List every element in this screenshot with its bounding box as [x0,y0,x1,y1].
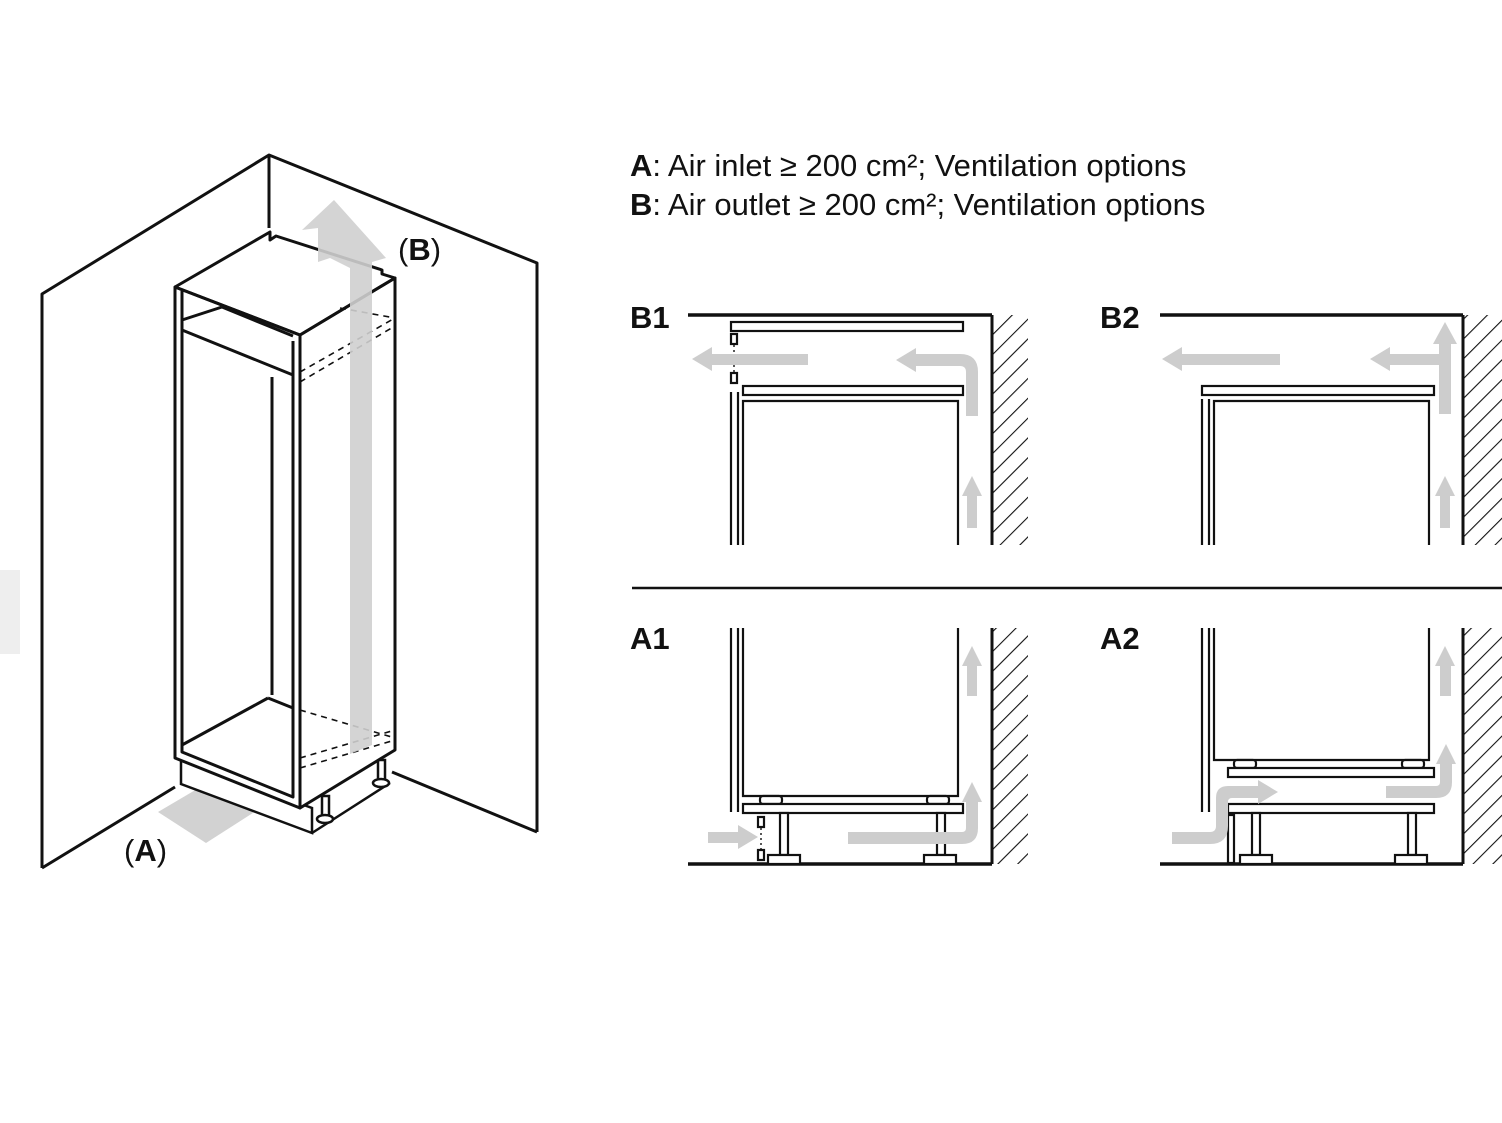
callout-a-letter: A [134,833,157,868]
cabinet-plinth [179,758,391,835]
callout-a-close: ) [156,833,168,868]
legend-line-a: A: Air inlet ≥ 200 cm²; Ventilation opti… [630,146,1205,185]
legend-line-b: B: Air outlet ≥ 200 cm²; Ventilation opt… [630,185,1205,224]
ventilation-legend: A: Air inlet ≥ 200 cm²; Ventilation opti… [630,146,1205,224]
callout-b-letter: B [408,232,431,267]
legend-letter-a: A [630,148,653,183]
callout-a-open: ( [124,833,135,868]
panel-label-b1: B1 [630,300,670,335]
callout-b: (B) [398,232,441,268]
legend-letter-b: B [630,187,653,222]
panel-b1-drawing [688,313,1028,545]
panel-label-b2: B2 [1100,300,1140,335]
alcove-walls [40,153,539,870]
cabinet-hidden-edges [299,307,396,769]
legend-text-a: : Air inlet ≥ 200 cm²; Ventilation optio… [652,148,1187,183]
panel-b2-drawing [1160,313,1502,545]
callout-b-close: ) [430,232,442,267]
panel-a1-drawing [688,628,1028,866]
page-edge-marker [0,570,20,654]
panel-a2-drawing [1160,628,1502,866]
legend-text-b: : Air outlet ≥ 200 cm²; Ventilation opti… [652,187,1206,222]
callout-b-open: ( [398,232,409,267]
panel-label-a1: A1 [630,621,670,656]
outlet-airflow-arrow [302,200,386,754]
panel-label-a2: A2 [1100,621,1140,656]
callout-a: (A) [124,833,167,869]
